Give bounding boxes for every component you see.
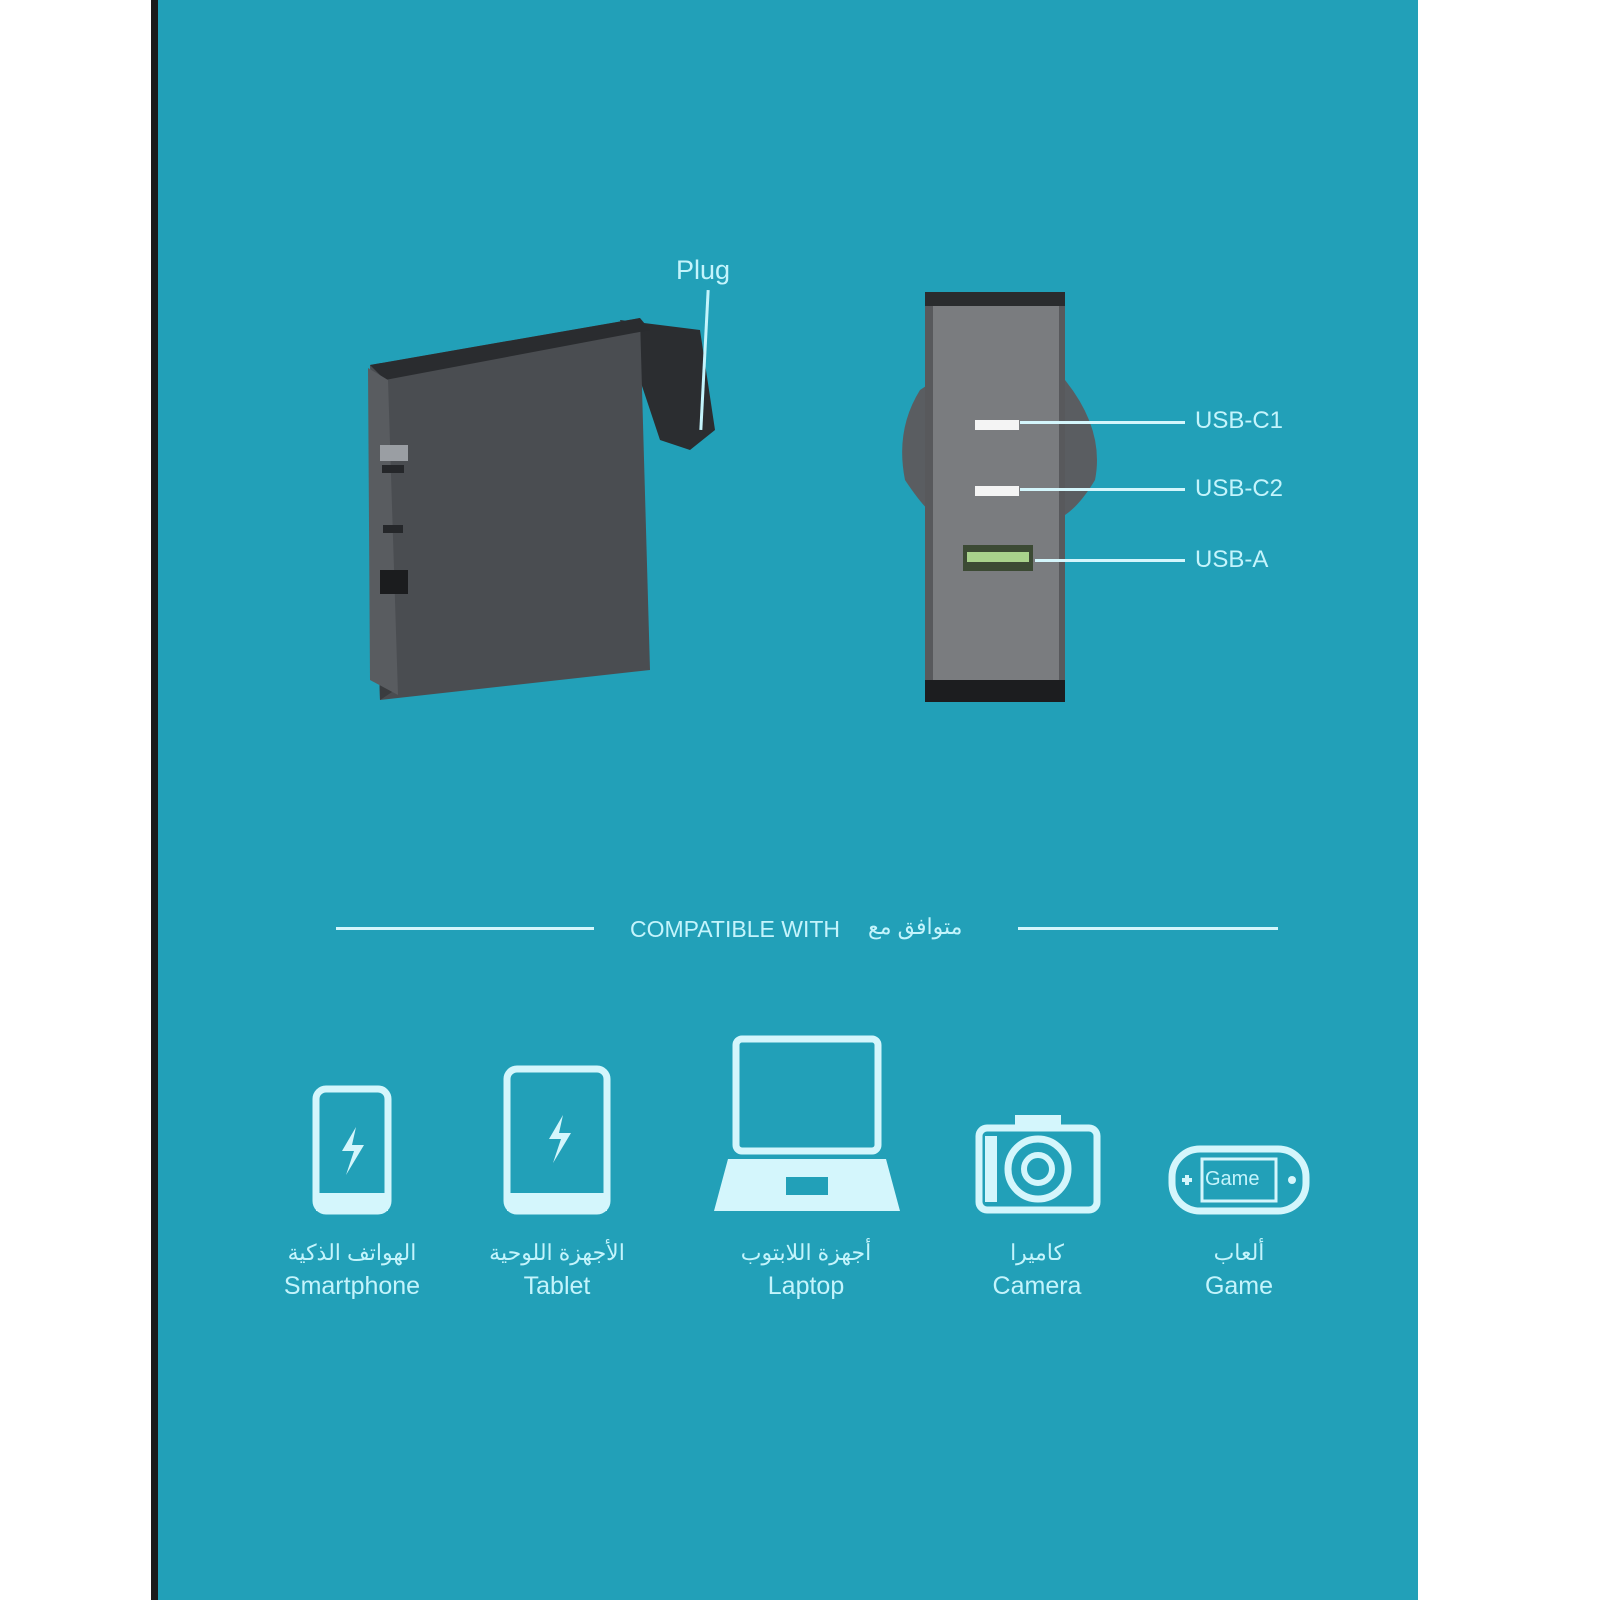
charter-front-image [902, 292, 1097, 702]
divider-left [336, 927, 594, 930]
device-label-smartphone: الهواتف الذكية Smartphone [242, 1240, 462, 1301]
divider-right [1018, 927, 1278, 930]
device-label-tablet: الأجهزة اللوحية Tablet [447, 1240, 667, 1301]
device-label-english: Game [1204, 1272, 1274, 1300]
product-panel [158, 0, 1418, 1600]
smartphone-icon [312, 1085, 392, 1215]
usb-c1-callout-line [1020, 421, 1185, 424]
usb-a-callout-line [1035, 559, 1185, 562]
device-label-english: Smartphone [283, 1272, 421, 1300]
device-label-arabic: كاميرا [1010, 1240, 1064, 1265]
compatible-with-heading-arabic: متوافق مع [868, 914, 963, 939]
usb-c2-callout-line [1020, 488, 1185, 491]
usb-c1-label: USB-C1 [1195, 407, 1284, 434]
device-label-laptop: أجهزة اللابتوب Laptop [696, 1240, 916, 1301]
charter-angled-image [368, 318, 715, 700]
camera-icon [975, 1115, 1101, 1214]
device-label-arabic: ألعاب [1213, 1240, 1265, 1265]
left-border [151, 0, 158, 1600]
device-label-english: Tablet [523, 1272, 591, 1300]
game-badge: Game [1205, 1168, 1260, 1190]
device-label-arabic: أجهزة اللابتوب [740, 1240, 872, 1265]
usb-a-label: USB-A [1195, 546, 1269, 573]
device-label-game: ألعاب Game [1129, 1240, 1349, 1301]
device-label-english: Laptop [767, 1272, 845, 1300]
tablet-icon [503, 1065, 611, 1215]
device-label-arabic: الهواتف الذكية [287, 1240, 417, 1265]
device-label-english: Camera [992, 1272, 1082, 1300]
game-console-icon [1168, 1145, 1310, 1215]
usb-c2-label: USB-C2 [1195, 475, 1284, 502]
laptop-icon [714, 1035, 900, 1211]
compatible-with-heading: COMPATIBLE WITH [630, 916, 840, 942]
plug-label: Plug [676, 255, 731, 285]
device-label-arabic: الأجهزة اللوحية [489, 1240, 625, 1265]
device-label-camera: كاميرا Camera [927, 1240, 1147, 1301]
